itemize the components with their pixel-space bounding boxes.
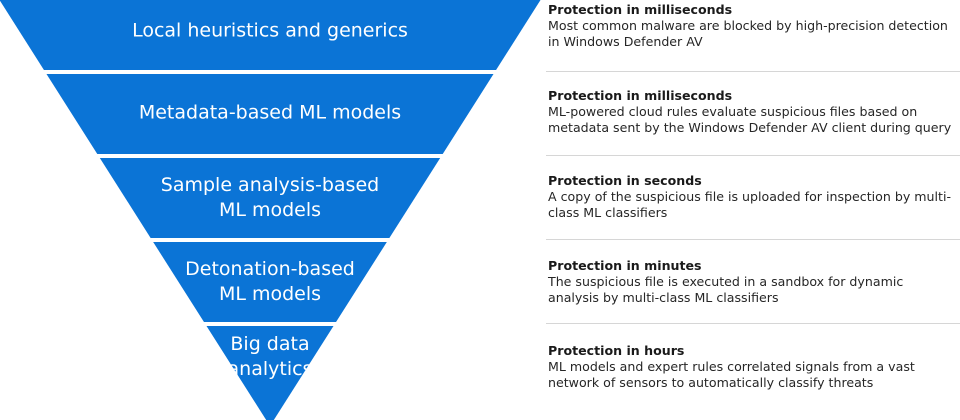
protection-description: ML models and expert rules correlated si… — [548, 359, 915, 390]
funnel-layer-3-label: ML models — [219, 199, 321, 221]
funnel-layer-2-label: Metadata-based ML models — [139, 102, 401, 124]
funnel-layer-1-label: Local heuristics and generics — [132, 20, 408, 42]
protection-description: The suspicious file is executed in a san… — [548, 274, 904, 305]
separator-line — [546, 71, 960, 72]
funnel-layer-5 — [206, 326, 334, 420]
protection-description: Most common malware are blocked by high-… — [548, 18, 948, 49]
protection-description: A copy of the suspicious file is uploade… — [548, 189, 951, 220]
funnel-layer-4-label: Detonation-based — [185, 258, 355, 280]
funnel-layer-4 — [153, 242, 387, 322]
funnel-layer-1 — [0, 0, 541, 70]
separator-line — [546, 155, 960, 156]
funnel-layer-3 — [99, 158, 441, 238]
funnel-layer-5-label: analytics — [228, 358, 313, 380]
protection-speed-heading: Protection in hours — [548, 343, 685, 358]
protection-description: ML-powered cloud rules evaluate suspicio… — [548, 104, 952, 135]
separator-line — [546, 239, 960, 240]
funnel-layer-3-label: Sample analysis-based — [161, 174, 379, 196]
funnel-layer-4-label: ML models — [219, 283, 321, 305]
protection-speed-heading: Protection in minutes — [548, 258, 702, 273]
funnel-layer-5-label: Big data — [230, 333, 309, 355]
protection-speed-heading: Protection in seconds — [548, 173, 702, 188]
separator-line — [546, 323, 960, 324]
protection-speed-heading: Protection in milliseconds — [548, 88, 733, 103]
funnel-layer-2 — [46, 74, 494, 154]
protection-speed-heading: Protection in milliseconds — [548, 2, 733, 17]
